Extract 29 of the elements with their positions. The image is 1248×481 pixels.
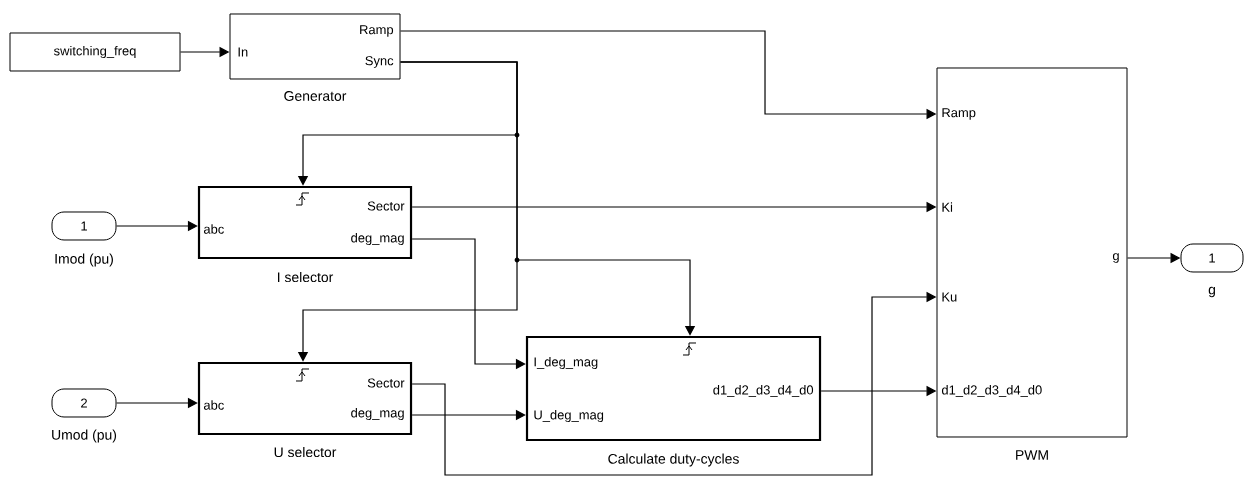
port-label: abc <box>203 400 224 410</box>
port-label: Sector <box>367 378 405 388</box>
port-label: abc <box>203 224 224 234</box>
block-label: PWM <box>1016 450 1048 460</box>
block-label: Umod (pu) <box>52 429 117 443</box>
port-label: Ku <box>942 292 957 302</box>
outport-terminal: 1 <box>1180 243 1244 273</box>
inport-terminal: 2 <box>51 388 117 418</box>
port-label: switching_freq <box>54 45 136 59</box>
port-label: deg_mag <box>351 407 404 421</box>
port-label: d1_d2_d3_d4_d0 <box>941 385 1042 397</box>
block-label: Imod (pu) <box>55 253 113 267</box>
block-label: I selector <box>278 271 334 283</box>
port-label: g <box>1112 253 1119 263</box>
port-label: In <box>238 47 248 57</box>
port-label: U_deg_mag <box>534 409 604 423</box>
port-label: Sync <box>365 56 394 68</box>
port-label: deg_mag <box>351 232 404 246</box>
port-label: I_deg_mag <box>534 356 598 370</box>
inport-terminal: 1 <box>51 211 117 241</box>
block-label: g <box>1208 286 1215 298</box>
block-label: U selector <box>274 446 337 458</box>
block-label: Calculate duty-cycles <box>608 453 739 467</box>
block-label: Generator <box>284 91 347 101</box>
port-label: Ramp <box>942 108 976 120</box>
port-label: Ramp <box>360 25 394 37</box>
port-label: d1_d2_d3_d4_d0 <box>713 385 814 397</box>
port-label: Sector <box>367 201 405 211</box>
port-label: Ki <box>942 202 953 212</box>
